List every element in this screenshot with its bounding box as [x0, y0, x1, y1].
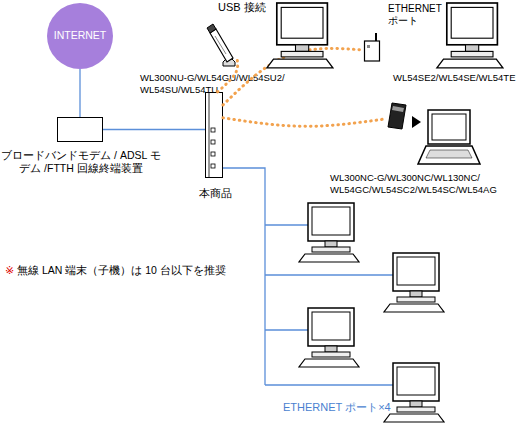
wireless-link	[223, 118, 386, 127]
desktop-pc	[437, 3, 503, 68]
desktop-pc	[299, 308, 359, 367]
usb-adapter: WL300NU-G/WL54GU/WL54SU2/ WL54SU/WL54TU	[205, 22, 237, 68]
note-text: 無線 LAN 端末（子機）は 10 台以下を推奨	[17, 264, 226, 277]
internet-circle	[47, 3, 113, 69]
connection-label: USB 接続	[218, 1, 266, 14]
ethernet-wire	[223, 168, 393, 385]
usb-stripe	[215, 36, 226, 54]
router-lamp	[211, 140, 215, 144]
node-label: WL300NC-G/WL300NC/WL130NC/ WL54GC/WL54SC…	[330, 172, 505, 196]
internet-cloud: INTERNET	[47, 3, 113, 69]
usb-stick	[210, 29, 233, 62]
desktop-pc	[299, 203, 359, 262]
laptop-lid	[428, 110, 470, 144]
wireless-link	[218, 59, 238, 92]
pc-card: WL300NC-G/WL300NC/WL130NC/ WL54GC/WL54SC…	[386, 102, 408, 130]
router-box: 本商品	[205, 92, 223, 178]
antenna	[375, 33, 377, 41]
node-label: ブロードバンドモデム / ADSL モデム /FTTH 回線終端装置	[1, 149, 161, 175]
port-label: ETHERNET ポート	[388, 3, 446, 27]
port-label: ETHERNET ポート×4	[283, 401, 391, 414]
router-lamp	[211, 128, 215, 132]
modem-box: ブロードバンドモデム / ADSL モデム /FTTH 回線終端装置	[57, 117, 103, 142]
router-lamp	[211, 164, 215, 168]
node-label: WL54SE2/WL54SE/WL54TE	[393, 72, 516, 84]
node-shape	[386, 102, 408, 130]
converter-body	[365, 41, 380, 61]
desktop-pc	[384, 363, 444, 422]
ethernet-converter: WL54SE2/WL54SE/WL54TE	[363, 32, 381, 62]
node-label: 本商品	[195, 187, 235, 200]
laptop-screen	[432, 114, 466, 140]
laptop-keyboard	[426, 150, 472, 158]
desktop-pc	[384, 253, 444, 312]
laptop-base	[418, 146, 480, 164]
insert-arrow	[412, 116, 421, 128]
network-link	[79, 69, 80, 117]
router-lamp	[211, 152, 215, 156]
node-shape	[363, 32, 381, 62]
node-shape	[205, 22, 237, 68]
node-label: INTERNET	[47, 3, 113, 69]
router-edge	[209, 93, 210, 177]
usb-cap	[207, 24, 216, 33]
card-stripe	[392, 106, 404, 112]
card-body	[388, 103, 406, 129]
desktop-pc	[267, 3, 333, 68]
note-mark: ※	[5, 264, 14, 277]
wireless-link	[223, 48, 363, 104]
converter-lamp	[367, 45, 370, 48]
network-link	[103, 129, 205, 130]
